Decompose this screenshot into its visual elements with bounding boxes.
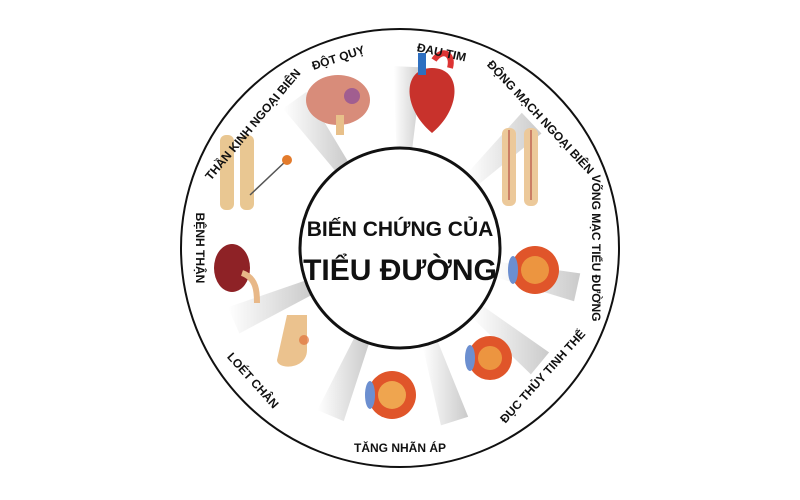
divider-wedge	[422, 340, 469, 426]
divider-wedge	[471, 305, 550, 375]
foot-ulcer-icon	[277, 315, 309, 367]
label-benh-than: BỆNH THẬN	[193, 213, 208, 284]
eye-glaucoma-icon	[365, 371, 416, 419]
heart-icon	[409, 50, 455, 133]
title-line-2: TIỂU ĐƯỜNG	[303, 253, 497, 287]
title-line-1: BIẾN CHỨNG CỦA	[307, 217, 494, 241]
legs-nerve-icon	[220, 135, 292, 210]
center-circle	[298, 146, 502, 350]
divider-wedge	[227, 280, 312, 334]
divider-wedge	[317, 337, 370, 422]
brain-icon	[306, 75, 370, 135]
label-tang-nhan-ap: TĂNG NHÃN ÁP	[354, 440, 446, 455]
eye-cataract-icon	[465, 336, 512, 380]
divider-wedge	[283, 91, 349, 172]
eye-retina-icon	[508, 246, 559, 294]
label-vong-mac-tieu-duong: VÕNG MẠC TIỂU ĐƯỜNG	[589, 175, 604, 322]
legs-arteries-icon	[502, 128, 538, 206]
kidney-icon	[214, 244, 260, 304]
